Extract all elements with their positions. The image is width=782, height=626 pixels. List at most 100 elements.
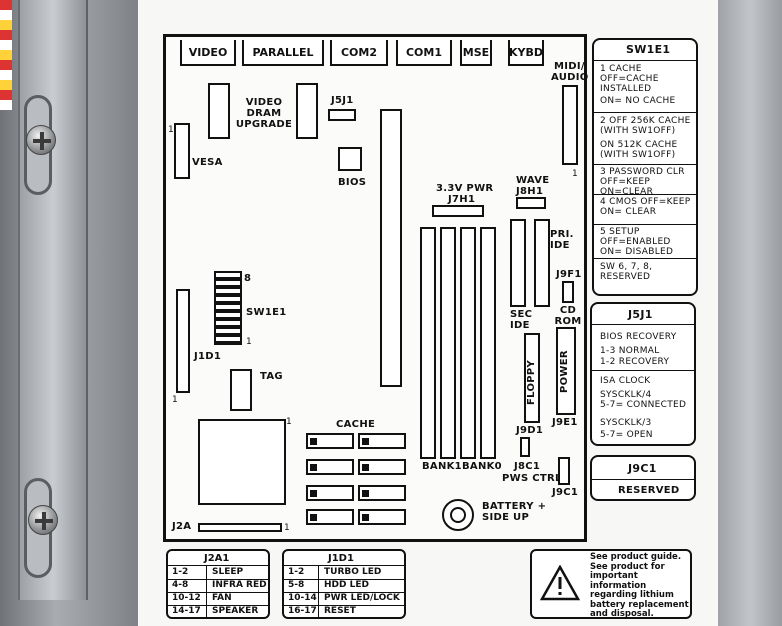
table-cell: SPEAKER	[212, 606, 259, 616]
pwr33-connector	[432, 205, 484, 217]
j1d1-table-title: J1D1	[328, 553, 354, 564]
simm-slot	[420, 227, 436, 459]
port-com2: COM2	[330, 40, 388, 66]
sw1e1-panel: SW1E1 1 CACHE OFF=CACHE INSTALLED ON= NO…	[592, 38, 698, 296]
floppy-label: FLOPPY	[526, 359, 537, 405]
cdrom-label: CD ROM	[554, 305, 582, 327]
sw1e1-board-label: SW1E1	[246, 307, 287, 318]
pri-ide-connector	[534, 219, 550, 307]
cpu-socket	[198, 419, 286, 505]
port-com1: COM1	[396, 40, 452, 66]
table-cell: 1-2	[172, 567, 189, 577]
video-dram-label: VIDEO DRAM UPGRADE	[235, 97, 293, 130]
cache-label: CACHE	[336, 419, 376, 430]
warning-icon	[540, 565, 580, 601]
j2a1-table-title: J2A1	[204, 553, 230, 564]
sw1e1-item: 1 CACHE OFF=CACHE INSTALLED	[600, 64, 659, 94]
table-cell: PWR LED/LOCK	[324, 593, 400, 603]
pin1-mark: 1	[168, 125, 175, 135]
table-cell: 10-12	[172, 593, 201, 603]
table-cell: 14-17	[172, 606, 201, 616]
pws-ctrl-label: PWS CTRL	[502, 473, 562, 484]
cache-chip	[306, 459, 354, 475]
table-cell: RESET	[324, 606, 356, 616]
pin1-mark: 1	[246, 337, 253, 347]
j9e1-label: J9E1	[552, 417, 578, 428]
table-cell: FAN	[212, 593, 232, 603]
j5j1-item: 1-2 RECOVERY	[600, 357, 670, 367]
bios-chip	[338, 147, 362, 171]
table-cell: SLEEP	[212, 567, 244, 577]
video-dram-socket-a	[208, 83, 230, 139]
pwr33-label: 3.3V PWR	[436, 183, 494, 194]
simm-slot	[480, 227, 496, 459]
cache-chip	[306, 433, 354, 449]
j8h1-label: J8H1	[516, 186, 544, 197]
j8c1-label: J8C1	[514, 461, 541, 472]
j9c1-panel-title: J9C1	[628, 462, 657, 475]
j1d1-connector	[176, 289, 190, 393]
cache-chip	[306, 509, 354, 525]
sw1e1-item: 4 CMOS OFF=KEEP ON= CLEAR	[600, 197, 691, 217]
sec-ide-label: SEC IDE	[510, 309, 533, 331]
j9c1-board-label: J9C1	[552, 487, 579, 498]
j9f1-label: J9F1	[556, 269, 582, 280]
board-outline: VIDEO PARALLEL COM2 COM1 MSE KYBD MIDI/ …	[163, 34, 589, 542]
bank1-label: BANK1	[422, 461, 462, 472]
j7h1-label: J7H1	[448, 194, 476, 205]
vesa-connector	[174, 123, 190, 179]
simm-slot	[460, 227, 476, 459]
j5j1-jumper	[328, 109, 356, 121]
cache-chip	[358, 433, 406, 449]
cache-chip	[306, 485, 354, 501]
simm-slot	[440, 227, 456, 459]
pin1-mark: 1	[286, 417, 293, 427]
j5j1-panel: J5J1 BIOS RECOVERY 1-3 NORMAL 1-2 RECOVE…	[590, 302, 696, 446]
vesa-label: VESA	[192, 157, 223, 168]
cache-chip	[358, 485, 406, 501]
table-cell: HDD LED	[324, 580, 369, 590]
table-cell: 16-17	[288, 606, 317, 616]
j5j1-item: SYSCKLK/4	[600, 390, 652, 400]
j2a1-table: J2A1 1-2 SLEEP 4-8 INFRA RED 10-12 FAN 1…	[166, 549, 270, 619]
j5j1-item: 5-7= OPEN	[600, 430, 653, 440]
pri-ide-label: PRI. IDE	[550, 229, 574, 251]
audio-label: AUDIO	[551, 72, 589, 83]
sw1e1-item: 3 PASSWORD CLR OFF=KEEP ON=CLEAR	[600, 167, 685, 197]
j1d1-table: J1D1 1-2 TURBO LED 5-8 HDD LED 10-14 PWR…	[282, 549, 406, 619]
j5j1-item: SYSCKLK/3	[600, 418, 652, 428]
power-connector	[556, 327, 576, 415]
j2a-label: J2A	[172, 521, 192, 532]
port-parallel: PARALLEL	[242, 40, 324, 66]
table-cell: 4-8	[172, 580, 189, 590]
port-video: VIDEO	[180, 40, 236, 66]
table-cell: INFRA RED	[212, 580, 267, 590]
video-dram-socket-b	[296, 83, 318, 139]
floppy-connector	[524, 333, 540, 423]
isa-riser-slot	[380, 109, 402, 387]
battery-label: BATTERY + SIDE UP	[482, 501, 547, 523]
sw1e1-panel-title: SW1E1	[626, 43, 671, 56]
pin1-mark: 1	[284, 523, 291, 533]
screw-icon	[28, 505, 58, 535]
j5j1-item: 1-3 NORMAL	[600, 346, 660, 356]
chassis-metal-right	[718, 0, 782, 626]
sw1e1-item: 5 SETUP OFF=ENABLED ON= DISABLED	[600, 227, 674, 257]
power-label: POWER	[559, 350, 570, 393]
table-cell: 10-14	[288, 593, 317, 603]
sec-ide-connector	[510, 219, 526, 307]
j5j1-label: J5J1	[331, 95, 354, 106]
tag-connector	[230, 369, 252, 411]
battery-socket	[442, 499, 474, 531]
battery-warning-box: See product guide. See product for impor…	[530, 549, 692, 619]
j5j1-item: 5-7= CONNECTED	[600, 400, 687, 410]
sw1e1-item: ON= NO CACHE	[600, 96, 676, 106]
table-cell: 5-8	[288, 580, 305, 590]
tag-label: TAG	[260, 371, 283, 382]
cache-chip	[358, 459, 406, 475]
wave-label: WAVE	[516, 175, 550, 186]
cache-chip	[358, 509, 406, 525]
j9c1-connector	[558, 457, 570, 485]
port-kybd: KYBD	[508, 40, 544, 66]
sw1e1-item: SW 6, 7, 8, RESERVED	[600, 262, 653, 282]
